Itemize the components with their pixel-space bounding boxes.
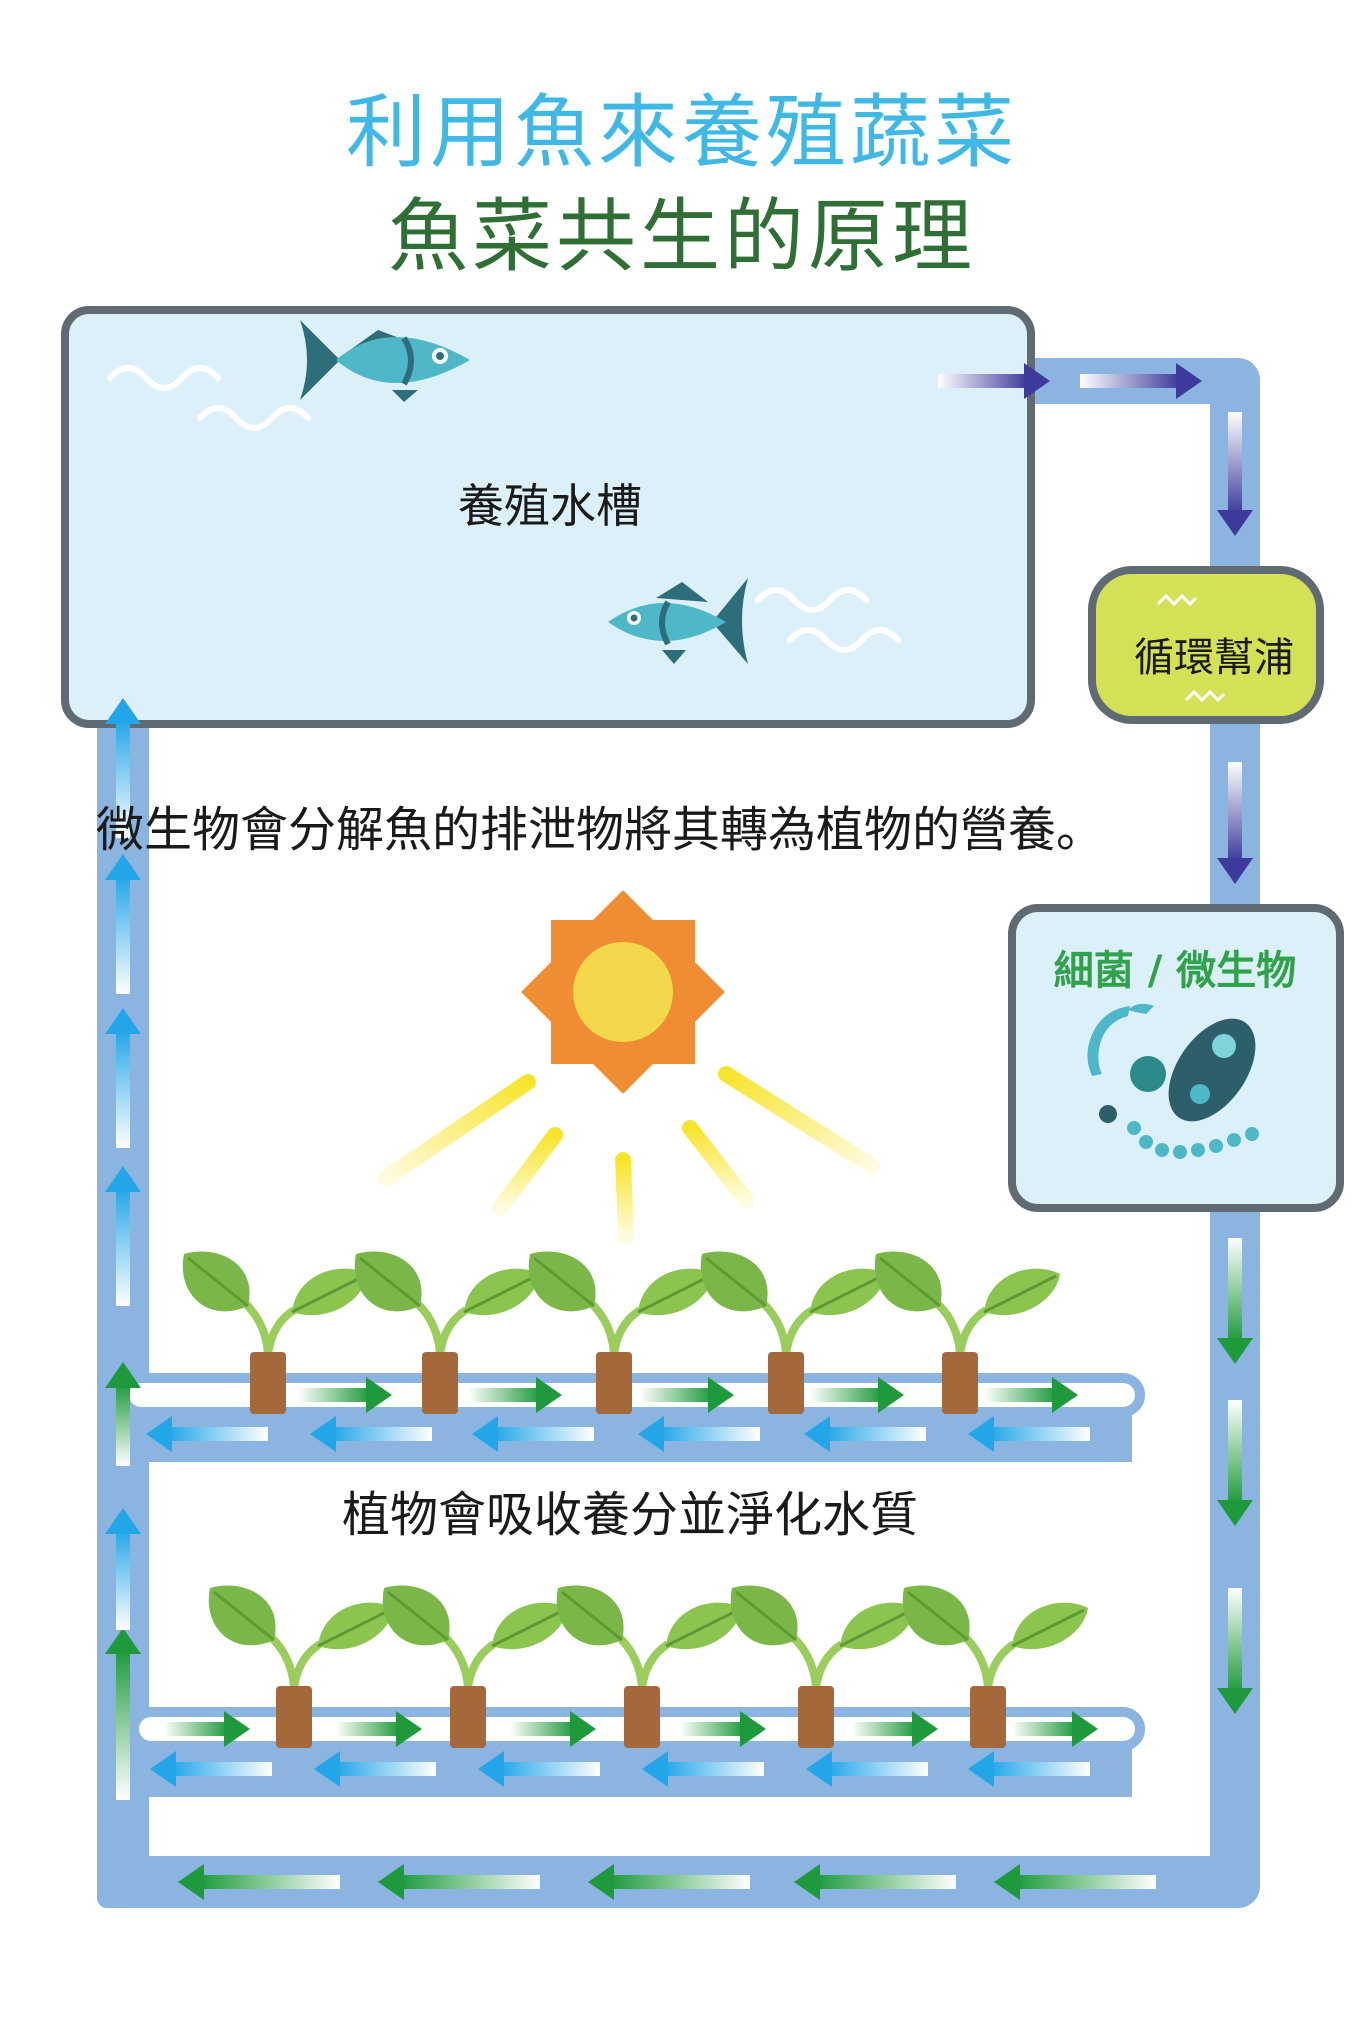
bacteria-icon — [1087, 1003, 1259, 1159]
arrow-icon — [852, 1711, 938, 1747]
arrow-icon — [1217, 1588, 1253, 1714]
arrow-icon — [105, 1008, 141, 1148]
arrow-icon — [968, 1416, 1090, 1452]
plant-icon — [208, 1585, 394, 1748]
wave-icon — [107, 365, 901, 653]
plant-row-1 — [182, 1251, 1060, 1414]
plant-icon — [700, 1251, 886, 1414]
arrow-icon — [472, 1416, 594, 1452]
flow-arrows — [105, 363, 1253, 1900]
arrow-icon — [1217, 412, 1253, 536]
arrow-icon — [1217, 1238, 1253, 1364]
arrow-icon — [984, 1377, 1078, 1413]
microbe-description: 微生物會分解魚的排泄物將其轉為植物的營養。 — [95, 802, 1104, 858]
arrow-icon — [994, 1864, 1156, 1900]
plant-icon — [528, 1251, 714, 1414]
arrow-icon — [638, 1416, 760, 1452]
arrow-icon — [794, 1864, 956, 1900]
arrow-icon — [640, 1377, 734, 1413]
arrow-icon — [314, 1751, 436, 1787]
plant-icon — [556, 1585, 742, 1748]
arrow-icon — [642, 1751, 764, 1787]
plant-description: 植物會吸收養分並淨化水質 — [341, 1487, 918, 1543]
fish-icon — [300, 320, 470, 402]
arrow-icon — [1080, 363, 1202, 399]
plant-icon — [182, 1251, 368, 1414]
pump-label: 循環幫浦 — [1134, 635, 1294, 681]
plant-icon — [730, 1585, 916, 1748]
arrow-icon — [1217, 1400, 1253, 1526]
arrow-icon — [378, 1864, 540, 1900]
arrow-icon — [336, 1711, 422, 1747]
arrow-icon — [298, 1377, 392, 1413]
arrow-icon — [310, 1416, 432, 1452]
title-line-2: 魚菜共生的原理 — [388, 190, 976, 283]
plant-icon — [382, 1585, 568, 1748]
arrow-icon — [478, 1751, 600, 1787]
arrow-icon — [146, 1416, 268, 1452]
arrow-icon — [804, 1416, 926, 1452]
arrow-icon — [105, 1362, 141, 1466]
plant-icon — [874, 1251, 1060, 1414]
arrow-icon — [1012, 1711, 1098, 1747]
arrow-icon — [105, 1628, 141, 1800]
arrow-icon — [178, 1864, 340, 1900]
sun-icon — [378, 890, 880, 1244]
title-line-1: 利用魚來養殖蔬菜 — [346, 86, 1018, 179]
arrow-icon — [1217, 762, 1253, 884]
plant-icon — [354, 1251, 540, 1414]
arrow-icon — [468, 1377, 562, 1413]
arrow-icon — [968, 1751, 1090, 1787]
arrow-icon — [588, 1864, 750, 1900]
bacteria-label: 細菌 / 微生物 — [1053, 948, 1297, 994]
arrow-icon — [510, 1711, 596, 1747]
tank-label: 養殖水槽 — [458, 479, 642, 533]
arrow-icon — [938, 363, 1050, 399]
arrow-icon — [806, 1751, 928, 1787]
arrow-icon — [105, 698, 141, 838]
arrow-icon — [105, 854, 141, 994]
arrow-icon — [164, 1711, 250, 1747]
pump-box — [1088, 566, 1324, 724]
arrow-icon — [150, 1751, 272, 1787]
pipe-left — [97, 706, 149, 1908]
arrow-icon — [680, 1711, 766, 1747]
arrow-icon — [105, 1508, 141, 1630]
plant-row-2 — [208, 1585, 1088, 1748]
plant-icon — [902, 1585, 1088, 1748]
arrow-icon — [105, 1166, 141, 1306]
fish-icon — [608, 578, 748, 664]
arrow-icon — [810, 1377, 904, 1413]
